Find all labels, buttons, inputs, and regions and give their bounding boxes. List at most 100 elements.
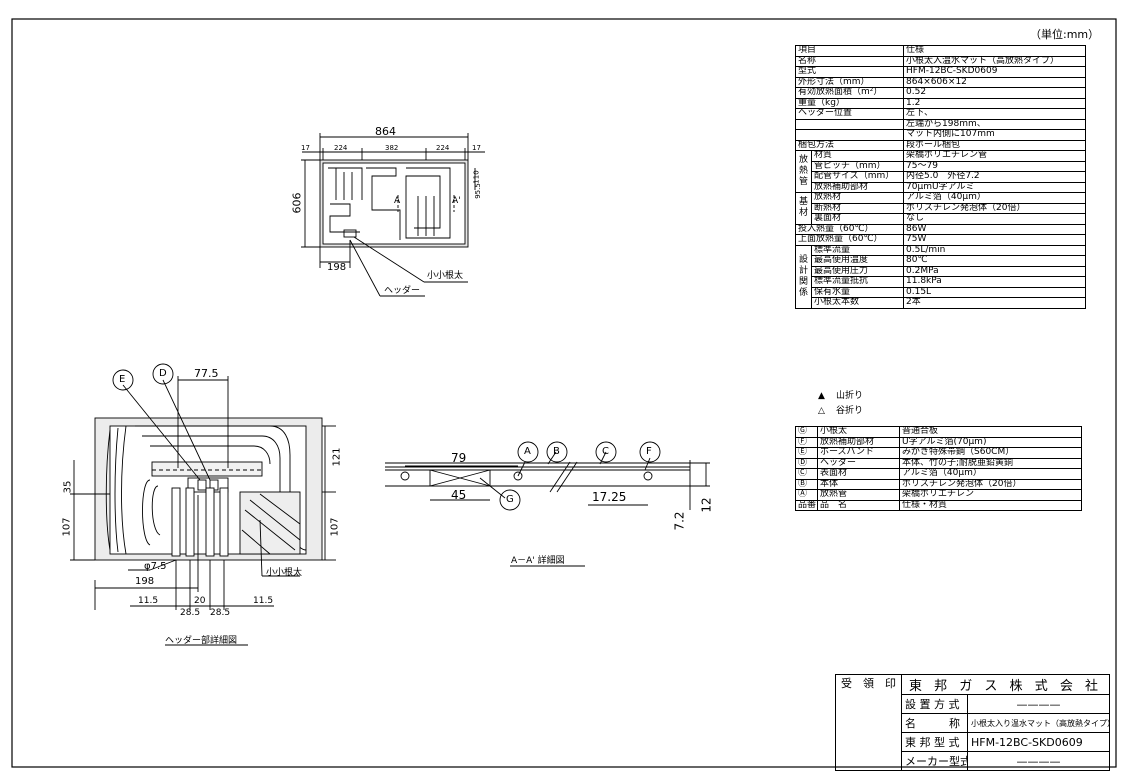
parts-code: Ⓔ xyxy=(795,447,818,459)
parts-material: U字アルミ箔(70μm) xyxy=(899,436,1082,448)
detail-dim-11-5-right: 11.5 xyxy=(253,596,274,606)
plan-dim-224-right: 224 xyxy=(436,144,450,152)
callout-d: D xyxy=(159,368,167,379)
detail-dim-107-left: 107 xyxy=(61,517,73,537)
parts-code: Ⓐ xyxy=(795,489,818,501)
spec-row: ヘッダー位置左下、 xyxy=(794,108,1087,120)
spec-header-spec: 仕様 xyxy=(903,45,1087,57)
plan-dim-95-5: 95.5 xyxy=(473,183,482,199)
parts-name: 小根太 xyxy=(817,426,900,438)
parts-name: 放熱管 xyxy=(817,489,900,501)
parts-code: Ⓖ xyxy=(795,426,818,438)
spec-base-label: 裏面材 xyxy=(810,213,905,225)
parts-code: Ⓒ xyxy=(795,468,818,480)
spec-pipe-value: 75～79 xyxy=(903,160,1087,172)
spec-design-label: 標準流量抵抗 xyxy=(810,276,905,288)
spec-design-value: 80℃ xyxy=(903,255,1087,267)
parts-material: ポリスチレン発泡体（20倍） xyxy=(899,478,1082,490)
parts-material: みがき特殊帯鋼（S60CM） xyxy=(899,447,1082,459)
section-callout-f: F xyxy=(646,446,652,457)
spec-design-group-label: 設計関係 xyxy=(795,244,812,309)
spec-design-value: 0.2MPa xyxy=(903,265,1087,277)
parts-material: 普通合板 xyxy=(899,426,1082,438)
parts-name: 表面材 xyxy=(817,468,900,480)
spec-label: 有効放熱面積（m²） xyxy=(794,87,905,99)
detail-label-konenta: 小小根太 xyxy=(266,568,303,578)
spec-label: 名称 xyxy=(794,55,905,67)
spec-header-item: 項目 xyxy=(794,45,905,57)
spec-label: 外形寸法（mm） xyxy=(794,76,905,88)
spec-design-label: 小根太本数 xyxy=(810,297,905,309)
parts-footer-name: 品 名 xyxy=(817,499,900,511)
parts-code: Ⓓ xyxy=(795,457,818,469)
detail-dim-121: 121 xyxy=(331,447,343,467)
spec-design-label: 最高使用圧力 xyxy=(810,265,905,277)
plan-dim-total: 864 xyxy=(375,125,396,138)
parts-material: 架橋ポリエチレン xyxy=(899,489,1082,501)
spec-pipe-row: 管ピッチ（mm）75～79 xyxy=(796,160,1087,172)
section-callout-g: G xyxy=(506,494,514,505)
spec-row: マット内側に107mm xyxy=(794,129,1087,141)
tb-label-maker-model: メーカー型式 xyxy=(901,751,968,771)
spec-base-label: 断熱材 xyxy=(810,202,905,214)
spec-value: 左端から198mm、 xyxy=(903,118,1087,130)
spec-label xyxy=(794,118,905,130)
plan-dim-17-right: 17 xyxy=(472,144,481,152)
tb-label-toho-model: 東 邦 型 式 xyxy=(901,732,968,752)
spec-row: 外形寸法（mm）864×606×12 xyxy=(794,76,1087,88)
plan-dim-height: 606 xyxy=(290,192,304,214)
parts-code: Ⓕ xyxy=(795,436,818,448)
spec-pipe-label: 材質 xyxy=(810,150,905,162)
section-dim-17-25: 17.25 xyxy=(592,490,627,504)
spec-pipe-group-label: 放熱管 xyxy=(795,150,812,193)
spec-base-value: ポリスチレン発泡体（20倍） xyxy=(903,202,1087,214)
spec-value: 1.2 xyxy=(903,97,1087,109)
detail-dim-dia: φ7.5 xyxy=(144,561,167,572)
spec-row: 重量（kg）1.2 xyxy=(794,97,1087,109)
section-callout-a: A xyxy=(524,446,531,457)
plan-dim-17-left: 17 xyxy=(301,144,310,152)
spec-pipe-value: 内径5.0 外径7.2 xyxy=(903,171,1087,183)
spec-design-label: 標準流量 xyxy=(810,244,905,256)
section-detail-title: A－A' 詳細図 xyxy=(511,556,565,566)
spec-pipe-value: 70μmU字アルミ xyxy=(903,181,1087,193)
parts-name: ヘッダー xyxy=(817,457,900,469)
title-block: 受 領 印 東 邦 ガ ス 株 式 会 社 設 置 方 式———— 名 称小根太… xyxy=(835,674,1110,771)
spec-value: 左下、 xyxy=(903,108,1087,120)
plan-section-a2: A' xyxy=(452,196,461,206)
spec-pipe-label: 放熱補助部材 xyxy=(810,181,905,193)
legend-mountain-icon: ▲ xyxy=(818,391,825,401)
tb-label-name: 名 称 xyxy=(901,713,968,733)
spec-design-value: 0.15L xyxy=(903,286,1087,298)
company-name: 東 邦 ガ ス 株 式 会 社 xyxy=(901,674,1110,695)
detail-dim-28-5-b: 28.5 xyxy=(210,608,231,618)
spec-label: ヘッダー位置 xyxy=(794,108,905,120)
spec-pipe-label: 配管サイズ（mm） xyxy=(810,171,905,183)
spec-value: 小根太入温水マット（高放熱タイプ） xyxy=(903,55,1087,67)
spec-heat-label: 上面放熱量（60℃） xyxy=(794,234,905,246)
spec-pipe-label: 管ピッチ（mm） xyxy=(810,160,905,172)
spec-label: 型式 xyxy=(794,66,905,78)
spec-value: 0.52 xyxy=(903,87,1087,99)
spec-row: 有効放熱面積（m²）0.52 xyxy=(794,87,1087,99)
spec-value: 段ボール梱包 xyxy=(903,139,1087,151)
spec-value: マット内側に107mm xyxy=(903,129,1087,141)
spec-label xyxy=(794,129,905,141)
spec-base-value: なし xyxy=(903,213,1087,225)
spec-heat-value: 75W xyxy=(903,234,1087,246)
parts-name: 本体 xyxy=(817,478,900,490)
section-dim-12: 12 xyxy=(699,497,714,513)
spec-heat-value: 86W xyxy=(903,223,1087,235)
section-dim-7-2: 7.2 xyxy=(672,511,687,531)
spec-design-value: 2本 xyxy=(903,297,1087,309)
spec-header-row: 項目仕様 xyxy=(794,45,1087,57)
parts-footer-material: 仕様・材質 xyxy=(899,499,1082,511)
